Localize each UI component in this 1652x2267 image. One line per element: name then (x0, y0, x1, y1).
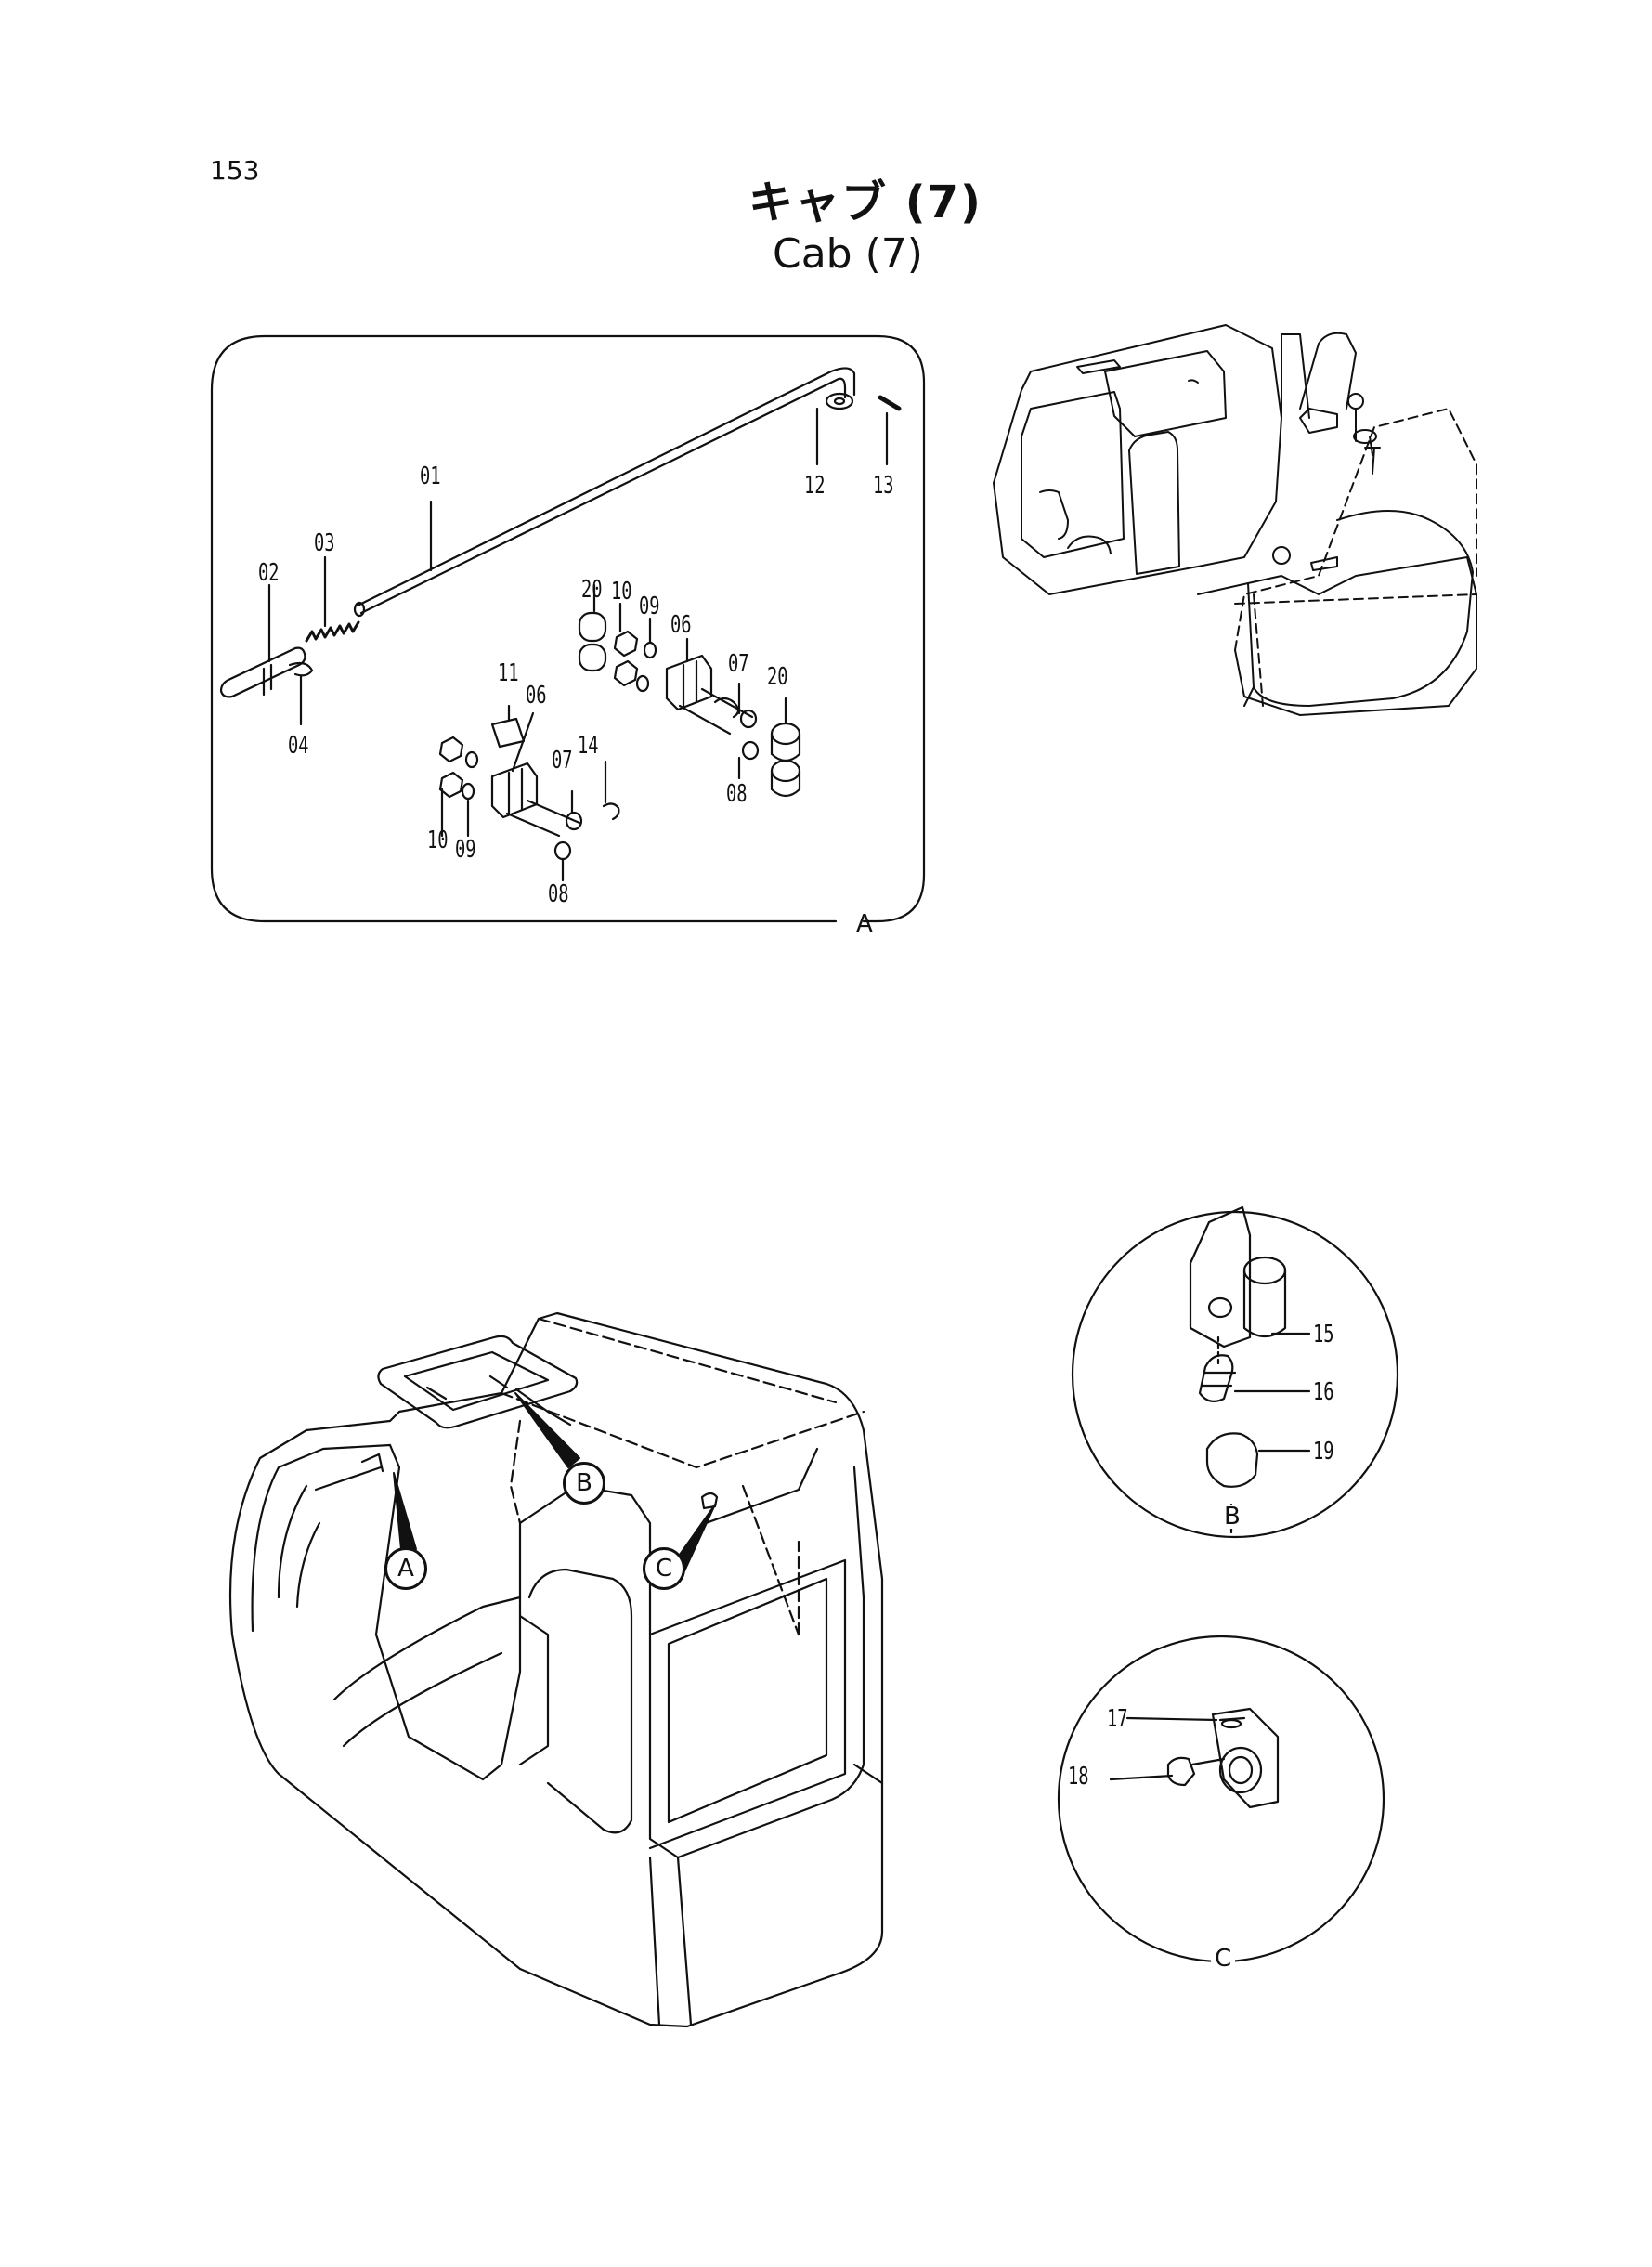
rod-assembly (219, 367, 902, 726)
detail-b-frame-label: B (1220, 1505, 1244, 1529)
part-label-08-lower: 08 (548, 880, 569, 908)
detail-c-frame-label: C (1211, 1947, 1236, 1971)
part-label-07-upper: 07 (728, 650, 749, 678)
part-label-06-upper: 06 (670, 611, 692, 639)
part-label-04: 04 (288, 732, 309, 760)
part-label-19: 19 (1313, 1438, 1334, 1466)
hinge-group-lower (438, 704, 620, 882)
part-label-17: 17 (1107, 1705, 1128, 1733)
part-label-18: 18 (1068, 1763, 1089, 1791)
part-label-10-upper: 10 (611, 578, 632, 606)
part-label-06-lower: 06 (526, 682, 547, 710)
part-label-02: 02 (258, 559, 280, 587)
part-label-10-lower: 10 (427, 827, 449, 854)
part-label-20-upper: 20 (581, 576, 603, 604)
title-english: Cab (7) (773, 230, 923, 278)
detail-b-circle (1071, 1205, 1399, 1539)
part-label-01: 01 (420, 463, 441, 490)
callout-pointers (393, 1392, 716, 1574)
part-label-15: 15 (1313, 1321, 1334, 1348)
part-label-14: 14 (578, 732, 599, 760)
hinge-group-upper (578, 583, 801, 798)
part-label-16: 16 (1313, 1378, 1334, 1406)
callout-a: A (384, 1547, 427, 1590)
part-label-12: 12 (804, 472, 826, 500)
part-label-09-lower: 09 (455, 836, 476, 864)
part-label-08-upper: 08 (726, 780, 748, 808)
part-label-09-upper: 09 (639, 593, 660, 620)
callout-b: B (563, 1462, 605, 1505)
page-number: 153 (210, 155, 260, 186)
title-japanese: キャブ (7) (748, 176, 982, 228)
excavator-overview (993, 324, 1477, 716)
part-label-07-lower: 07 (552, 747, 573, 775)
part-label-20-lower: 20 (767, 663, 788, 691)
detail-a-frame-label: A (856, 910, 873, 938)
part-label-11: 11 (498, 659, 519, 687)
part-label-03: 03 (314, 529, 335, 557)
callout-c: C (643, 1547, 685, 1590)
cab-assembly (228, 1311, 884, 2028)
detail-c-circle (1057, 1635, 1385, 1963)
detail-a-frame (210, 334, 926, 923)
part-label-13: 13 (873, 472, 894, 500)
